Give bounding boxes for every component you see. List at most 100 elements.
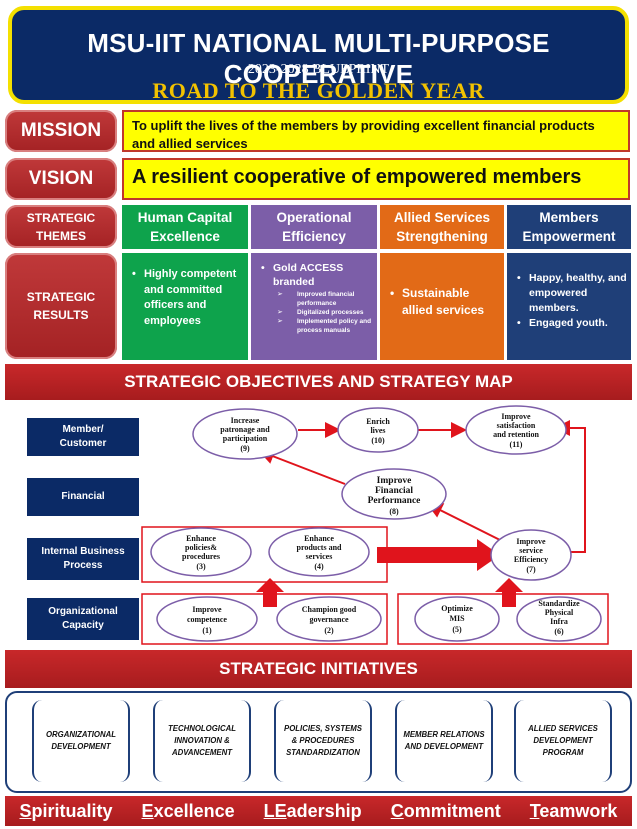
result-item: Engaged youth. — [511, 316, 627, 331]
persp-line2: Customer — [59, 438, 107, 449]
value-leadership: LEadership — [264, 801, 362, 822]
obj-line: Improve — [516, 537, 546, 546]
obj-line: procedures — [182, 552, 220, 561]
persp-line1: Member/ — [62, 424, 104, 435]
themes-label-line2: THEMES — [35, 228, 86, 243]
value-teamwork: Teamwork — [530, 801, 618, 822]
obj-line: Improve — [501, 412, 531, 421]
obj-line: services — [306, 552, 333, 561]
obj-num: (3) — [196, 562, 206, 571]
obj-line: Financial — [375, 486, 413, 496]
initiative-policies-systems: POLICIES, SYSTEMS & PROCEDURES STANDARDI… — [274, 700, 372, 782]
arrow-7-to-8 — [426, 503, 501, 541]
result-human-capital: Highly competent and committed officers … — [122, 253, 248, 360]
strategic-results-label: STRATEGIC RESULTS — [5, 253, 117, 359]
obj-num: (11) — [510, 440, 523, 449]
obj-line: Performance — [368, 496, 421, 506]
persp-line1: Internal Business — [41, 546, 125, 557]
result-subitem: Improved financial performance — [277, 290, 375, 308]
obj-line: Increase — [231, 416, 260, 425]
value-excellence: Excellence — [142, 801, 235, 822]
obj-num: (6) — [554, 627, 564, 636]
result-item: Highly competent and committed officers … — [126, 267, 244, 329]
arrow-7-to-11 — [554, 420, 586, 553]
obj-line: Infra — [550, 617, 568, 626]
obj-num: (10) — [371, 436, 385, 445]
objective-10: Enrich lives (10) — [337, 407, 419, 453]
objective-9: Increase patronage and participation (9) — [192, 408, 298, 460]
objectives-banner: STRATEGIC OBJECTIVES AND STRATEGY MAP — [5, 364, 632, 400]
obj-line: Standardize — [538, 599, 580, 608]
theme-line2: Efficiency — [282, 229, 346, 244]
theme-allied: Allied Services Strengthening — [380, 205, 504, 249]
obj-line: Improve — [192, 605, 222, 614]
objective-5: Optimize MIS (5) — [414, 596, 500, 642]
strategy-map: Increase patronage and participation (9)… — [141, 405, 609, 645]
obj-line: MIS — [449, 614, 465, 623]
obj-line: satisfaction — [497, 421, 536, 430]
obj-line: Enhance — [186, 534, 216, 543]
org-name: MSU-IIT NATIONAL MULTI-PURPOSE COOPERATI… — [87, 28, 550, 89]
objective-6: Standardize Physical Infra (6) — [516, 596, 602, 642]
obj-line: Enhance — [304, 534, 334, 543]
result-operational: Gold ACCESS branded Improved financial p… — [251, 253, 377, 360]
value-initial: S — [19, 800, 32, 821]
result-item: Gold ACCESS branded — [255, 261, 373, 289]
theme-human-capital: Human Capital Excellence — [122, 205, 248, 249]
obj-line: Champion good — [302, 605, 357, 614]
results-label-line2: RESULTS — [33, 308, 89, 322]
obj-num: (5) — [452, 625, 462, 634]
theme-line1: Members — [539, 210, 599, 225]
obj-num: (1) — [202, 626, 212, 635]
value-commitment: Commitment — [391, 801, 501, 822]
obj-num: (9) — [240, 444, 250, 453]
block-arrow-up-right — [495, 578, 523, 607]
obj-line: patronage and — [220, 425, 270, 434]
result-allied: Sustainable allied services — [380, 253, 504, 360]
value-rest: adership — [286, 800, 362, 821]
mission-label: MISSION — [5, 110, 117, 152]
initiative-member-relations: MEMBER RELATIONS AND DEVELOPMENT — [395, 700, 493, 782]
theme-line2: Empowerment — [522, 229, 616, 244]
mission-text: To uplift the lives of the members by pr… — [122, 110, 630, 152]
obj-line: Efficiency — [514, 555, 548, 564]
value-initial: LE — [263, 800, 287, 821]
tagline: ROAD TO THE GOLDEN YEAR — [152, 78, 485, 103]
initiative-tech-innovation: TECHNOLOGICAL INNOVATION & ADVANCEMENT — [153, 700, 251, 782]
value-initial: E — [141, 800, 154, 821]
objective-3: Enhance policies& procedures (3) — [150, 527, 252, 577]
block-arrow-right — [377, 539, 500, 571]
objective-7: Improve service Efficiency (7) — [490, 529, 572, 581]
result-item: Happy, healthy, and empowered members. — [511, 271, 627, 316]
obj-num: (8) — [389, 507, 399, 516]
value-spirituality: Spirituality — [20, 801, 113, 822]
objective-11: Improve satisfaction and retention (11) — [465, 405, 567, 455]
results-label-line1: STRATEGIC — [26, 290, 96, 304]
obj-line: Optimize — [441, 604, 473, 613]
themes-label-line1: STRATEGIC — [26, 210, 96, 225]
value-rest: eamwork — [539, 800, 618, 821]
objective-8: Improve Financial Performance (8) — [341, 468, 447, 520]
obj-line: policies& — [185, 543, 217, 552]
obj-line: lives — [370, 426, 385, 435]
persp-line2: Capacity — [62, 620, 104, 631]
obj-line: Improve — [377, 476, 412, 486]
obj-line: products and — [297, 543, 343, 552]
theme-line1: Operational — [276, 210, 352, 225]
perspective-member-customer: Member/Customer — [27, 418, 139, 456]
obj-line: competence — [187, 615, 227, 624]
obj-line: service — [519, 546, 543, 555]
persp-line2: Process — [63, 560, 103, 571]
persp-line1: Organizational — [48, 606, 118, 617]
value-rest: pirituality — [31, 800, 113, 821]
vision-text: A resilient cooperative of empowered mem… — [122, 158, 630, 200]
theme-line2: Strengthening — [396, 229, 488, 244]
blueprint-label: 2023-2028 BLUEPRINT — [247, 62, 390, 77]
result-subitem: Implemented policy and process manuals — [277, 317, 375, 335]
obj-num: (7) — [526, 565, 536, 574]
initiative-org-development: ORGANIZATIONAL DEVELOPMENT — [32, 700, 130, 782]
value-initial: C — [390, 800, 404, 821]
strategic-themes-label: STRATEGIC THEMES — [5, 205, 117, 248]
result-members: Happy, healthy, and empowered members. E… — [507, 253, 631, 360]
